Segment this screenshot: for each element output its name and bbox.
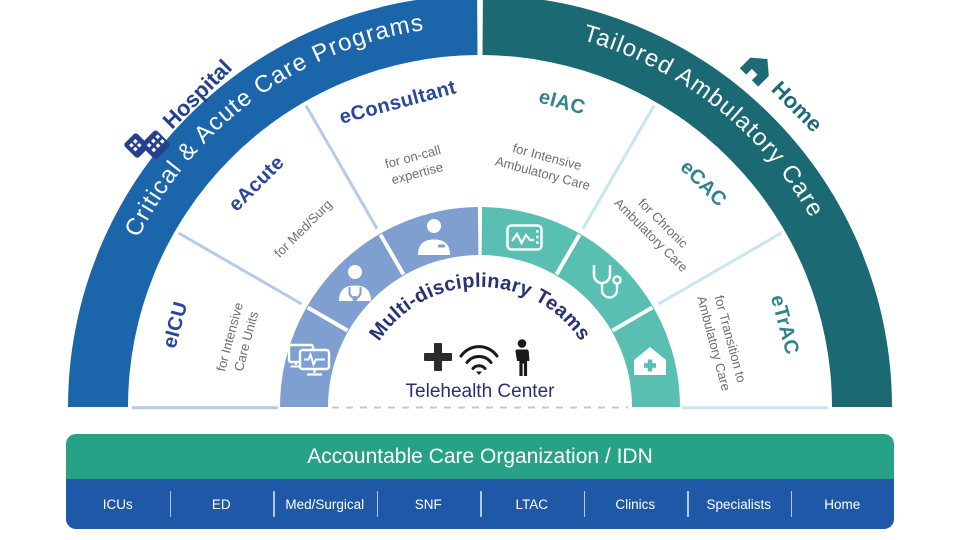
site-label: SNF bbox=[414, 496, 442, 512]
site-label: LTAC bbox=[515, 496, 548, 512]
stethoscope-icon bbox=[592, 265, 622, 299]
site-cell-specialists: Specialists bbox=[687, 479, 791, 529]
center-curved-title: Multi-disciplinary Teams bbox=[365, 270, 595, 345]
site-label: ED bbox=[211, 496, 231, 512]
dual-monitor-ecg-icon bbox=[287, 343, 331, 376]
home-house-icon bbox=[739, 57, 769, 87]
divider-lines-right bbox=[581, 104, 828, 410]
telehealth-center-label: Telehealth Center bbox=[405, 381, 555, 402]
clinician-icon bbox=[418, 219, 450, 255]
outer-ring-right bbox=[482, 0, 892, 407]
accountable-care-bar: Accountable Care Organization / IDN bbox=[66, 434, 894, 479]
site-cell-clinics: Clinics bbox=[583, 479, 688, 529]
hospital-building-icon bbox=[124, 130, 170, 160]
accountable-care-label: Accountable Care Organization / IDN bbox=[307, 444, 653, 468]
divider-lines-left bbox=[132, 104, 379, 410]
site-label: Specialists bbox=[706, 496, 772, 512]
site-cell-ed: ED bbox=[169, 479, 274, 529]
home-badge: Home bbox=[737, 47, 829, 139]
site-cell-home: Home bbox=[790, 479, 895, 529]
inner-ring-dividers bbox=[306, 233, 654, 333]
site-label: Home bbox=[824, 496, 861, 512]
site-label: Clinics bbox=[615, 496, 656, 512]
patient-monitor-icon bbox=[506, 224, 543, 251]
outer-ring-left bbox=[68, 0, 478, 407]
center-curved-title-text: Multi-disciplinary Teams bbox=[365, 270, 594, 345]
care-sites-bar: ICUs ED Med/Surgical SNF LTAC Clinics Sp… bbox=[66, 479, 894, 529]
site-cell-snf: SNF bbox=[376, 479, 481, 529]
site-cell-ltac: LTAC bbox=[480, 479, 584, 529]
home-plus-icon bbox=[634, 347, 666, 375]
wifi-icon bbox=[459, 345, 499, 375]
site-label: Med/Surgical bbox=[285, 496, 365, 512]
site-cell-med-surgical: Med/Surgical bbox=[273, 479, 377, 529]
site-cell-icus: ICUs bbox=[66, 479, 170, 529]
plus-icon bbox=[424, 343, 452, 371]
hospital-badge: Hospital bbox=[120, 50, 241, 171]
inner-ring-right bbox=[481, 207, 680, 407]
doctor-stethoscope-icon bbox=[339, 265, 371, 302]
person-icon bbox=[515, 339, 530, 376]
site-label: ICUs bbox=[102, 496, 133, 512]
